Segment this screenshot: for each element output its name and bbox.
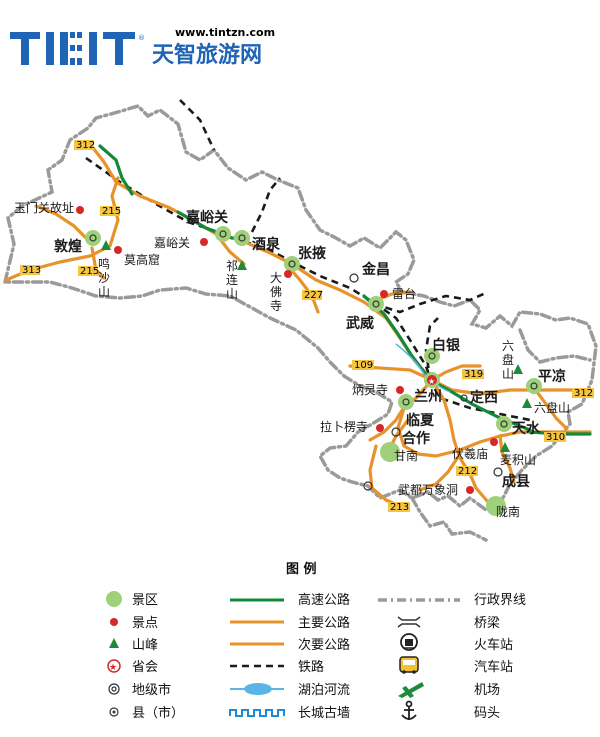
city-jiuquan: 酒泉 <box>252 236 281 253</box>
poi-dafosi: 大佛寺 <box>270 271 282 313</box>
legend-prefecture-icon <box>108 683 120 695</box>
svg-text:212: 212 <box>458 466 477 477</box>
legend-bus-station-icon <box>399 656 419 674</box>
poi-fuxi: 伏羲庙 <box>452 447 488 461</box>
poi-yumenguan: 玉门关故址 <box>14 200 74 215</box>
svg-text:长城古墙: 长城古墙 <box>298 706 350 721</box>
poi-qilianshan: 祁连山 <box>226 258 238 301</box>
poi-mogaoku: 莫高窟 <box>124 252 160 267</box>
svg-text:227: 227 <box>304 290 323 301</box>
legend: 图 例 景区 景点 山峰 ★ 省会 地级市 县（市） 高速公路 主要公路 次要公… <box>106 561 526 721</box>
svg-text:铁路: 铁路 <box>298 659 324 675</box>
svg-text:行政界线: 行政界线 <box>474 593 526 608</box>
svg-text:★: ★ <box>428 377 435 386</box>
svg-text:景点: 景点 <box>132 616 158 631</box>
legend-county-icon <box>109 707 119 717</box>
poi-longnan: 陇南 <box>496 504 520 519</box>
svg-text:火车站: 火车站 <box>474 637 513 653</box>
city-jinchang: 金昌 <box>361 261 390 278</box>
svg-text:★: ★ <box>109 663 117 673</box>
svg-text:213: 213 <box>390 502 409 513</box>
city-tianshui: 天水 <box>512 420 541 437</box>
svg-text:码头: 码头 <box>474 706 500 721</box>
city-hezuo: 合作 <box>402 430 430 447</box>
svg-text:109: 109 <box>354 360 373 371</box>
city-jiayuguan: 嘉峪关 <box>185 209 228 226</box>
legend-bridge-icon <box>397 616 421 628</box>
svg-text:桥梁: 桥梁 <box>474 616 500 631</box>
yellow-river <box>395 343 451 393</box>
poi-gannan: 甘南 <box>394 448 418 463</box>
svg-text:山峰: 山峰 <box>132 638 158 653</box>
poi-labulengsi: 拉卜楞寺 <box>320 419 368 434</box>
legend-airport-icon <box>398 682 424 698</box>
poi-liupanshan: 六盘山 <box>502 339 514 381</box>
legend-lake-icon <box>230 683 284 695</box>
legend-great-wall-icon <box>229 709 285 717</box>
svg-text:高速公路: 高速公路 <box>298 592 350 608</box>
legend-title: 图 例 <box>286 561 317 577</box>
city-baiyin: 白银 <box>432 337 461 354</box>
svg-text:县（市）: 县（市） <box>132 705 184 721</box>
city-pingliang: 平凉 <box>538 368 566 385</box>
railways <box>85 99 531 422</box>
city-dunhuang: 敦煌 <box>54 238 82 255</box>
poi-binglingsi: 炳灵寺 <box>352 383 388 397</box>
city-lanzhou: 兰州 <box>414 388 442 405</box>
svg-text:湖泊河流: 湖泊河流 <box>298 683 350 698</box>
capital-icon: ★ <box>427 375 437 386</box>
svg-text:215: 215 <box>80 266 99 277</box>
svg-text:313: 313 <box>22 265 41 276</box>
svg-text:319: 319 <box>464 369 483 380</box>
peak-icons <box>101 240 532 452</box>
city-zhangye: 张掖 <box>298 245 327 262</box>
svg-text:®: ® <box>138 34 145 42</box>
poi-leitai: 雷台 <box>392 286 416 301</box>
brand-name: 天智旅游网 <box>152 42 262 68</box>
svg-text:次要公路: 次要公路 <box>298 637 350 653</box>
legend-capital-icon <box>107 659 121 673</box>
legend-train-station-icon <box>400 633 418 651</box>
svg-text:310: 310 <box>546 432 565 443</box>
svg-text:汽车站: 汽车站 <box>474 659 513 675</box>
legend-scenic-icon <box>106 591 122 607</box>
admin-boundary <box>2 104 598 542</box>
svg-text:312: 312 <box>76 140 95 151</box>
svg-text:主要公路: 主要公路 <box>298 615 350 631</box>
poi-maijishan: 麦积山 <box>500 453 536 467</box>
legend-poi-icon <box>110 618 118 626</box>
legend-peak-icon <box>109 638 119 648</box>
prefecture-rings <box>89 230 538 491</box>
svg-text:312: 312 <box>574 388 593 399</box>
site-url[interactable]: www.tintzn.com <box>175 26 275 39</box>
poi-wudu: 武都万象洞 <box>398 483 458 497</box>
city-wuwei: 武威 <box>346 315 374 332</box>
legend-dock-icon <box>401 700 417 720</box>
site-logo[interactable]: ® <box>10 32 145 65</box>
svg-text:省会: 省会 <box>132 660 158 675</box>
road-shields: 312 215 313 215 227 109 319 312 310 212 … <box>20 140 594 513</box>
poi-dots <box>76 206 498 494</box>
poi-jiayuguan: 嘉峪关 <box>154 236 190 250</box>
svg-text:地级市: 地级市 <box>132 682 171 698</box>
svg-text:景区: 景区 <box>132 593 158 608</box>
city-chengxian: 成县 <box>502 473 530 490</box>
svg-text:机场: 机场 <box>474 683 500 698</box>
city-dingxi: 定西 <box>470 389 498 406</box>
city-linxia: 临夏 <box>406 412 435 429</box>
svg-text:215: 215 <box>102 206 121 217</box>
poi-kongtongshan: 六盘山 <box>534 400 570 415</box>
poi-mingshashan: 鸣沙山 <box>98 256 110 299</box>
